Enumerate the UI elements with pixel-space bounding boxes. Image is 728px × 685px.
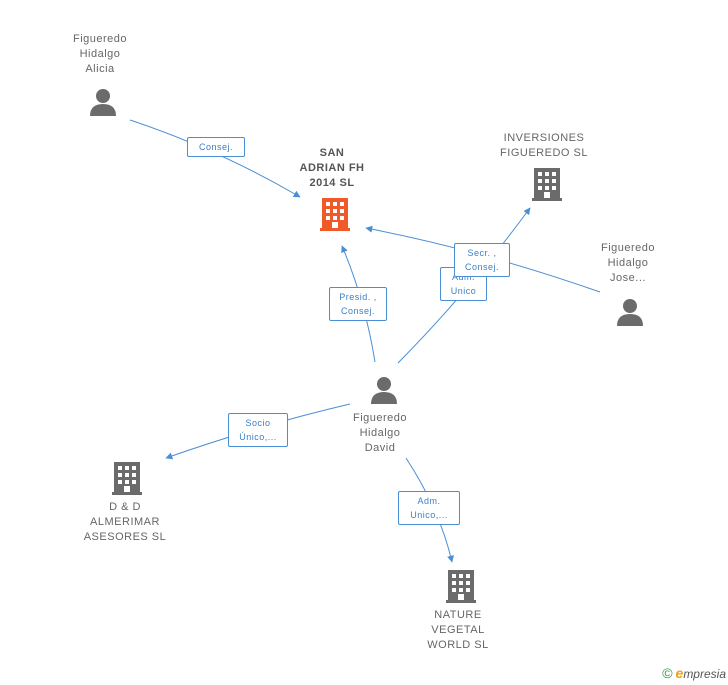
node-label-dd[interactable]: D & D ALMERIMAR ASESORES SL	[83, 501, 167, 543]
node-label-jose[interactable]: Figueredo Hidalgo Jose...	[600, 242, 656, 284]
copyright-icon: ©	[662, 665, 673, 681]
edge-label-jose-san-adrian[interactable]: Secr. , Consej.	[454, 243, 510, 277]
building-icon[interactable]	[446, 570, 476, 603]
node-label-san-adrian[interactable]: SAN ADRIAN FH 2014 SL	[299, 147, 365, 189]
edge-alicia-san-adrian	[129, 119, 301, 198]
node-label-inversiones[interactable]: INVERSIONES FIGUEREDO SL	[500, 132, 588, 159]
brand-name: mpresia	[683, 667, 726, 681]
person-icon[interactable]	[371, 377, 397, 404]
empresia-logo[interactable]: ©empresia	[662, 665, 726, 681]
person-icon[interactable]	[617, 299, 643, 326]
building-icon[interactable]	[320, 198, 350, 231]
brand-initial: e	[675, 665, 684, 681]
node-label-david[interactable]: Figueredo Hidalgo David	[352, 412, 408, 454]
node-label-alicia[interactable]: Figueredo Hidalgo Alicia	[72, 33, 128, 75]
edge-label-alicia-san-adrian[interactable]: Consej.	[187, 137, 245, 157]
person-icon[interactable]	[90, 89, 116, 116]
edge-label-david-dd[interactable]: Socio Único,...	[228, 413, 288, 447]
edge-label-david-nature[interactable]: Adm. Unico,...	[398, 491, 460, 525]
edge-label-david-san-adrian[interactable]: Presid. , Consej.	[329, 287, 387, 321]
building-icon[interactable]	[112, 462, 142, 495]
building-icon[interactable]	[532, 168, 562, 201]
node-label-nature[interactable]: NATURE VEGETAL WORLD SL	[427, 609, 489, 651]
